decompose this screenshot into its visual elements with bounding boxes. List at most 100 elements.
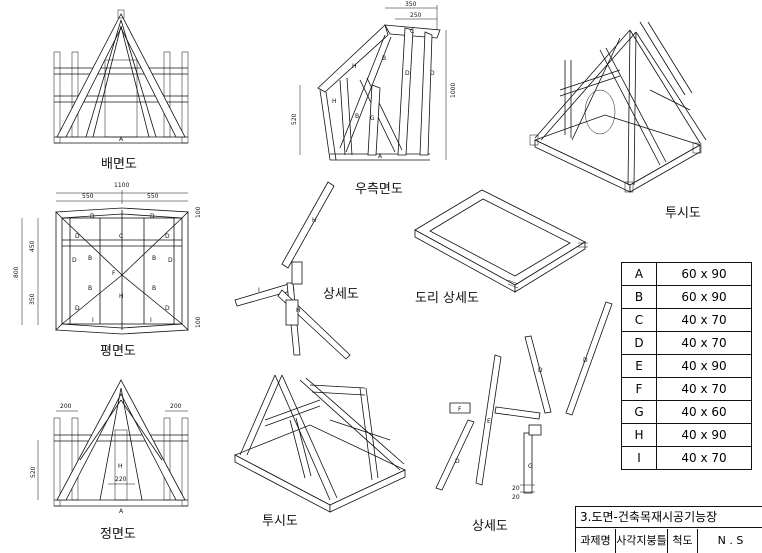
dim-350: 350 <box>405 1 417 8</box>
label-rear-elevation: 배면도 <box>101 157 137 172</box>
dim-100-top: 100 <box>195 206 202 218</box>
svg-text:G: G <box>370 115 375 122</box>
title-block: 3.도면-건축목재시공기능장 과제명 사각지붕틀 척도 N . S <box>575 506 762 553</box>
svg-text:F: F <box>458 406 462 413</box>
scale-value: N . S <box>717 534 744 547</box>
svg-text:H: H <box>332 98 337 105</box>
plan-view: 1100 550 550 800 450 350 100 100 D D D D… <box>13 182 202 335</box>
task-name: 사각지붕틀 <box>616 529 668 553</box>
spec-size: 40 x 60 <box>656 400 752 424</box>
spec-size: 60 x 90 <box>656 262 752 286</box>
dim-200-right: 200 <box>170 403 182 410</box>
label-detail-b: 상세도 <box>472 519 508 534</box>
svg-text:B: B <box>355 113 359 120</box>
task-label: 과제명 <box>576 529 616 553</box>
spec-size: 40 x 70 <box>656 446 752 470</box>
spec-size: 60 x 90 <box>656 285 752 309</box>
svg-text:D: D <box>90 213 95 220</box>
svg-text:G: G <box>528 463 533 470</box>
svg-text:A: A <box>119 136 124 143</box>
dim-100-bottom: 100 <box>195 316 202 328</box>
svg-text:E: E <box>487 418 491 425</box>
svg-text:F: F <box>112 270 116 277</box>
label-front-elevation: 정면도 <box>100 527 136 542</box>
isometric-top <box>529 21 707 193</box>
dim-350: 350 <box>29 293 36 305</box>
spec-size: 40 x 70 <box>656 308 752 332</box>
spec-mark: I <box>621 446 657 470</box>
dim-20-a: 20 <box>512 485 520 492</box>
dim-200-left: 200 <box>60 403 72 410</box>
dim-220: 220 <box>115 476 127 483</box>
label-isometric-bottom: 투시도 <box>262 514 298 529</box>
spec-mark: F <box>621 377 657 401</box>
detail-b: 20 20 F E D D D G <box>435 301 613 501</box>
spec-mark: D <box>621 331 657 355</box>
drawing-title: 3.도면-건축목재시공기능장 <box>576 507 762 528</box>
dim-520-side: 520 <box>291 113 298 125</box>
spec-mark: C <box>621 308 657 332</box>
scale-label: 척도 <box>668 529 698 553</box>
svg-text:D: D <box>75 233 80 240</box>
svg-text:I: I <box>92 317 94 324</box>
spec-mark: B <box>621 285 657 309</box>
svg-text:C: C <box>119 233 123 240</box>
dim-1000: 1000 <box>450 83 457 98</box>
svg-text:D: D <box>168 257 173 264</box>
label-right-side-elevation: 우측면도 <box>355 182 403 197</box>
girder-detail <box>414 189 588 293</box>
svg-text:D: D <box>165 305 170 312</box>
svg-text:D: D <box>405 70 410 77</box>
rear-elevation: A <box>53 9 189 144</box>
svg-text:H: H <box>118 463 123 470</box>
spec-mark: H <box>621 423 657 447</box>
svg-text:D: D <box>72 257 77 264</box>
svg-text:I: I <box>258 287 260 294</box>
dim-1100: 1100 <box>114 182 129 189</box>
svg-text:A: A <box>378 153 383 160</box>
svg-text:D: D <box>150 213 155 220</box>
dim-450: 450 <box>29 240 36 252</box>
spec-mark: A <box>621 262 657 286</box>
label-isometric-top: 투시도 <box>665 206 701 221</box>
svg-text:B: B <box>88 255 92 262</box>
svg-text:I: I <box>150 317 152 324</box>
dim-550-right: 550 <box>147 193 159 200</box>
svg-text:D: D <box>455 458 460 465</box>
svg-text:D: D <box>165 233 170 240</box>
dim-20-b: 20 <box>512 494 520 501</box>
svg-text:C: C <box>410 28 414 35</box>
spec-size: 40 x 90 <box>656 354 752 378</box>
spec-mark: E <box>621 354 657 378</box>
svg-text:H: H <box>352 63 357 70</box>
spec-mark: G <box>621 400 657 424</box>
svg-text:B: B <box>152 255 156 262</box>
svg-text:H: H <box>119 293 124 300</box>
svg-text:B: B <box>152 285 156 292</box>
dim-250: 250 <box>410 12 422 19</box>
spec-size: 40 x 90 <box>656 423 752 447</box>
dim-800: 800 <box>13 266 20 278</box>
front-elevation: 200 200 520 220 H A <box>30 379 189 515</box>
spec-size: 40 x 70 <box>656 331 752 355</box>
detail-a: H I H <box>234 181 351 360</box>
svg-text:D: D <box>75 305 80 312</box>
spec-size: 40 x 70 <box>656 377 752 401</box>
isometric-bottom <box>234 374 406 513</box>
svg-text:B: B <box>88 285 92 292</box>
svg-text:H: H <box>296 307 301 314</box>
svg-text:H: H <box>312 217 317 224</box>
svg-text:D: D <box>538 367 543 374</box>
svg-text:D: D <box>430 70 435 77</box>
dim-520-front: 520 <box>30 466 37 478</box>
